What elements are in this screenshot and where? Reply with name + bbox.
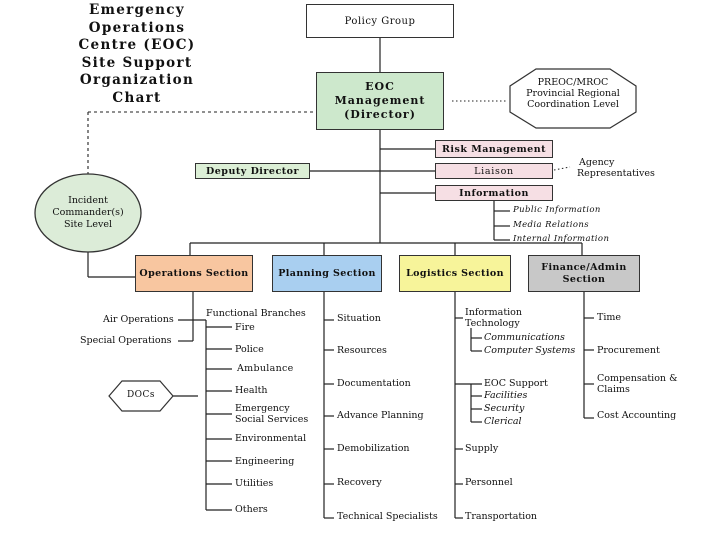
preoc-label: PREOC/MROC Provincial Regional Coordinat… [508,77,638,110]
deputy-director-box: Deputy Director [195,163,310,179]
eoc-support: EOC Support [484,378,548,389]
branch-item: Police [235,344,264,355]
it-item: Communications [484,332,565,343]
risk-management-box: Risk Management [435,140,553,158]
incident-line: Commander(s) [52,207,124,218]
planning-item: Documentation [337,378,411,389]
finance-item: Time [597,312,622,323]
policy-group-box: Policy Group [306,4,454,38]
logistics-section-label: Logistics Section [406,268,504,279]
planning-section-label: Planning Section [278,268,376,279]
eoc-support-item: Security [484,403,525,414]
planning-item: Advance Planning [337,410,424,421]
deputy-director-label: Deputy Director [206,165,299,177]
docs-label: DOCs [126,390,156,400]
liaison-label: Liaison [474,165,514,177]
transportation: Transportation [465,511,538,522]
incident-commander-circle [34,173,142,253]
preoc-line: Coordination Level [527,99,619,110]
finance-section-line: Finance/Admin [541,261,627,273]
it-line: Information [465,307,523,318]
title-line: Emergency [89,2,185,18]
it-item: Computer Systems [484,345,576,356]
agency-line: Representatives [577,168,655,179]
eoc-management-line: Management [334,94,426,107]
personnel: Personnel [465,477,513,488]
functional-branches: Functional Branches [206,308,306,319]
planning-item: Demobilization [337,443,410,454]
eoc-management-line: EOC [365,80,395,93]
branch-item: Ambulance [237,363,294,374]
docs-hexagon [108,380,174,412]
title-line: Chart [112,89,162,106]
title-line: Operations [88,19,186,36]
logistics-section-box: Logistics Section [399,255,511,292]
incident-line: Site Level [64,219,112,230]
finance-admin-section-box: Finance/Admin Section [528,255,640,292]
finance-item: Compensation & Claims [597,373,678,395]
planning-item: Recovery [337,477,382,488]
title-line: Centre (EOC) [78,37,196,53]
planning-item: Situation [337,313,381,324]
information-technology: Information Technology [465,307,522,329]
it-line: Technology [465,318,520,329]
finance-item: Procurement [597,345,660,356]
incident-line: Incident [68,195,108,206]
eoc-management-line: (Director) [344,108,416,121]
preoc-octagon [509,68,637,129]
chart-title: Emergency Operations Centre (EOC) Site S… [62,2,212,107]
finance-line: Compensation & [597,373,678,384]
planning-item: Technical Specialists [337,511,438,522]
operations-section-box: Operations Section [135,255,253,292]
information-box: Information [435,185,553,201]
branch-item: Environmental [235,433,307,444]
air-operations: Air Operations [103,314,174,325]
branch-item: Emergency [235,403,290,414]
finance-line: Claims [597,384,630,395]
agency-representatives: Agency Representatives [577,157,655,179]
branch-item: Engineering [235,456,295,467]
planning-item: Resources [337,345,387,356]
eoc-support-item: Facilities [484,390,528,401]
finance-section-line: Section [562,273,606,285]
finance-item: Cost Accounting [597,410,677,421]
liaison-box: Liaison [435,163,553,179]
special-operations: Special Operations [80,335,172,346]
preoc-line: Provincial Regional [526,88,620,99]
branch-item: Utilities [235,478,274,489]
branch-item: Health [235,385,268,396]
agency-line: Agency [579,157,615,168]
incident-commander-label: Incident Commander(s) Site Level [33,195,143,231]
information-label: Information [459,187,529,199]
title-line: Site Support [81,54,193,71]
supply: Supply [465,443,499,454]
eoc-support-item: Clerical [484,416,522,427]
info-item: Media Relations [513,220,589,230]
operations-section-label: Operations Section [139,268,249,279]
info-item: Public Information [513,205,601,215]
branch-item: Social Services [235,414,309,425]
info-item: Internal Information [513,234,610,244]
title-line: Organization [79,72,195,88]
risk-management-label: Risk Management [441,143,547,155]
branch-item: Fire [235,322,255,333]
preoc-line: PREOC/MROC [537,77,609,88]
policy-group-label: Policy Group [344,15,416,27]
branch-item: Others [235,504,268,515]
eoc-management-box: EOC Management (Director) [316,72,444,130]
planning-section-box: Planning Section [272,255,382,292]
